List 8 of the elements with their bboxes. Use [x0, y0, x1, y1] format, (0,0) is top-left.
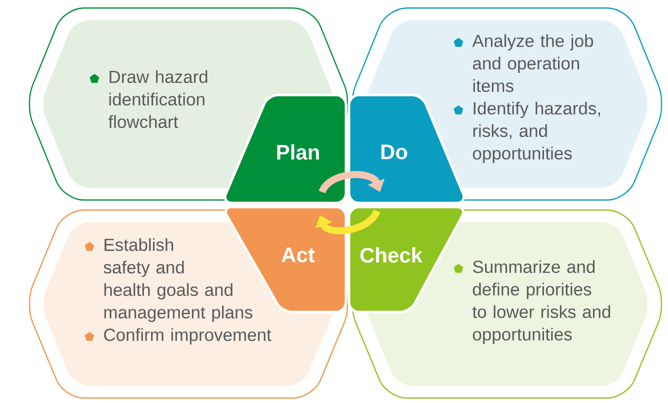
bullet-text: Draw hazard identification flowchart [108, 70, 208, 128]
bullet-text: Confirm improvement [104, 328, 272, 344]
quadrant-tile: Do [348, 94, 466, 204]
bullet-text: Identify hazards, risks, and opportunities [472, 102, 600, 163]
bullet-text: Analyze the job and operation items [472, 34, 594, 92]
quadrant-tile: Check [348, 206, 465, 314]
quadrant-tile: Plan [224, 94, 348, 204]
bullet-text: Summarize and define priorities to lower risks and opportunities [472, 260, 610, 344]
